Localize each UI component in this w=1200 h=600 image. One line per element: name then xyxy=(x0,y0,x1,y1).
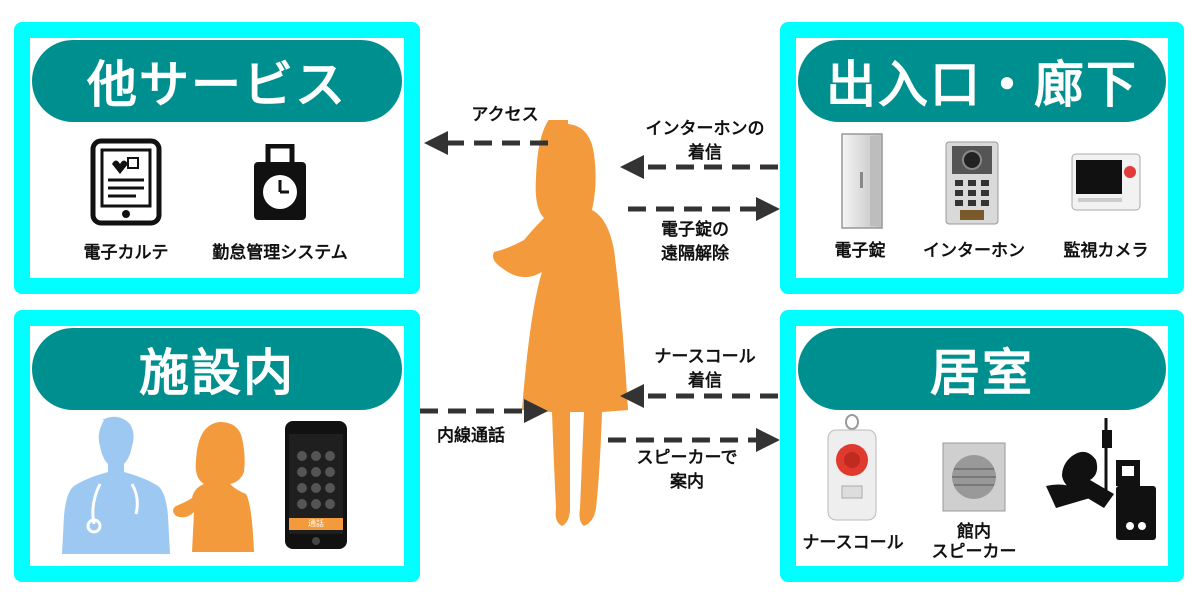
smartphone-icon: 通話 xyxy=(284,420,348,550)
caption-nurse-call: ナースコール xyxy=(802,533,904,553)
arrowhead-access xyxy=(424,131,448,155)
tablet-icon xyxy=(90,138,162,226)
intercom-icon xyxy=(944,140,1000,226)
caption-emr: 電子カルテ xyxy=(83,243,169,263)
staff-figure-icon xyxy=(168,418,268,552)
caption-speaker-1: 館内 xyxy=(957,522,991,542)
label-lock-1: 電子錠の xyxy=(661,220,729,240)
caption-electric-lock: 電子錠 xyxy=(834,241,886,261)
speaker-icon xyxy=(942,442,1006,512)
panel-room: 居室 ナースコール 館内 スピーカー xyxy=(780,310,1184,582)
caption-attendance: 勤怠管理システム xyxy=(212,243,348,263)
label-intercom-1: インターホンの xyxy=(645,119,765,139)
monitor-camera-icon xyxy=(1070,150,1142,214)
panel-facility: 施設内 通話 xyxy=(14,310,420,582)
timecard-clock-icon xyxy=(250,144,310,222)
label-intercom-2: 着信 xyxy=(688,143,722,163)
arrowhead-lock xyxy=(756,197,780,221)
phone-call-button: 通話 xyxy=(308,519,324,528)
panel-title: 他サービス xyxy=(32,40,402,122)
label-access: アクセス xyxy=(471,105,539,125)
panel-entrance: 出入口・廊下 電子錠 インターホン 監視カ xyxy=(780,22,1184,294)
caption-camera: 監視カメラ xyxy=(1063,241,1149,261)
caption-intercom: インターホン xyxy=(923,241,1025,261)
door-icon xyxy=(840,132,886,232)
nurse-call-icon xyxy=(822,414,882,524)
label-speaker-2: 案内 xyxy=(670,472,704,492)
label-nurse-2: 着信 xyxy=(688,371,722,391)
doctor-icon xyxy=(62,414,172,554)
panel-title: 居室 xyxy=(798,328,1166,410)
label-extension: 内線通話 xyxy=(437,426,505,446)
patient-drip-icon xyxy=(1042,416,1162,542)
label-lock-2: 遠隔解除 xyxy=(661,244,729,264)
label-speaker-1: スピーカーで xyxy=(636,448,738,468)
label-nurse-1: ナースコール xyxy=(654,347,756,367)
panel-title: 出入口・廊下 xyxy=(798,40,1166,122)
panel-title: 施設内 xyxy=(32,328,402,410)
central-staff-figure xyxy=(486,120,638,532)
panel-other-services: 他サービス 電子カルテ 勤怠管理システム xyxy=(14,22,420,294)
caption-speaker-2: スピーカー xyxy=(931,542,1017,562)
